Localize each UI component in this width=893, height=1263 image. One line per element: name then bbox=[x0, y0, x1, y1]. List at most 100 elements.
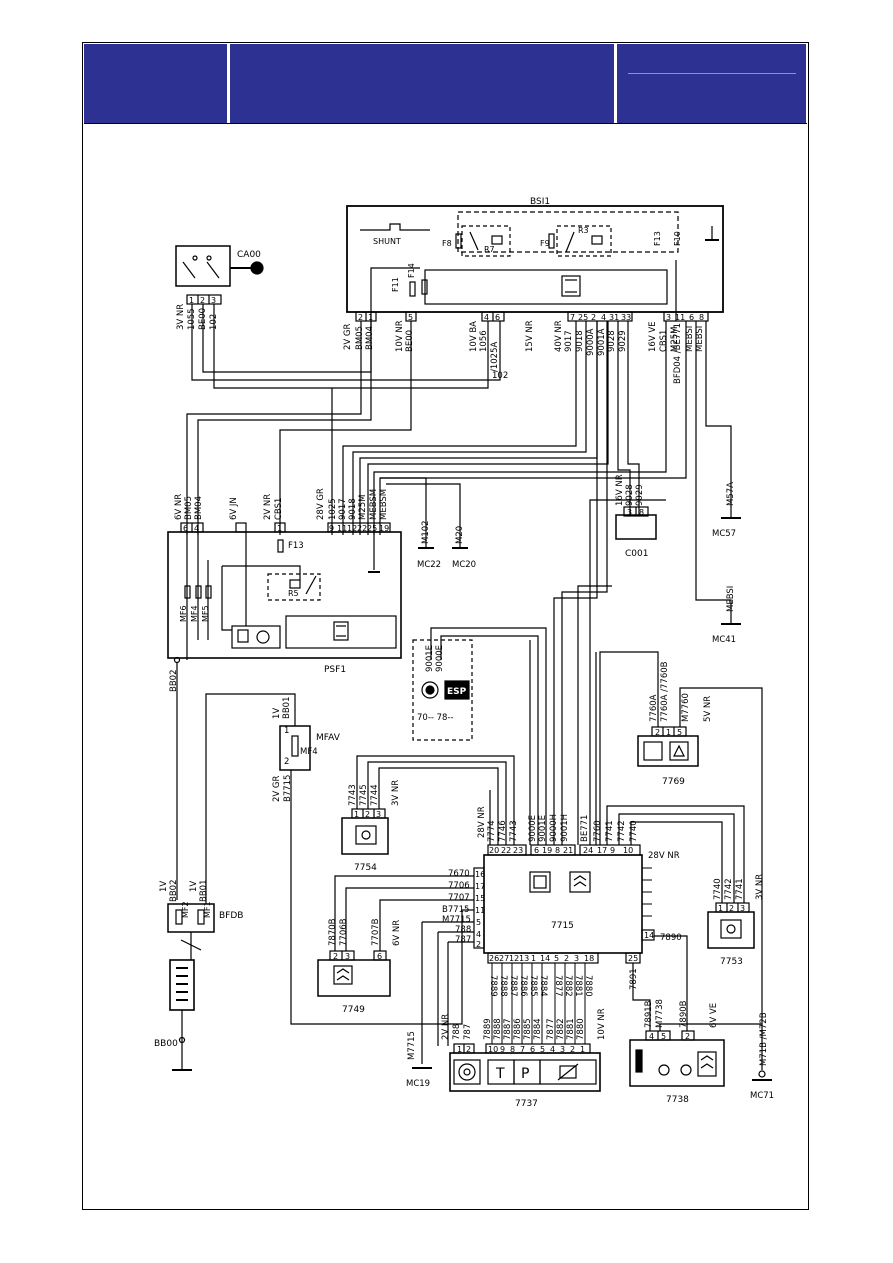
c7715-pin: 14 bbox=[644, 931, 654, 940]
c7738-conn-label: 6V VE bbox=[709, 1003, 719, 1028]
c7715-pin: 5 bbox=[476, 918, 481, 927]
f11-label: F11 bbox=[391, 277, 400, 292]
f8-label: F8 bbox=[442, 239, 452, 248]
wire-label: 7880 bbox=[583, 975, 593, 997]
bsi-pin: 2 bbox=[358, 313, 363, 322]
wire-label: BE771 bbox=[580, 815, 590, 842]
c7737-pin: 3 bbox=[560, 1045, 565, 1054]
ground-label: MC41 bbox=[712, 635, 736, 645]
bsi-conn-label: 10V NR bbox=[395, 320, 405, 352]
bsi-pin: 4 bbox=[601, 313, 606, 322]
wire-label: M20 bbox=[455, 526, 465, 544]
c7715-pin: 1 bbox=[531, 954, 536, 963]
ca00-conn-label: 3V NR bbox=[176, 304, 186, 330]
c7737-label: 7737 bbox=[515, 1099, 538, 1109]
f9-label: F9 bbox=[540, 239, 550, 248]
psf-pin: 11 bbox=[337, 524, 347, 533]
c7749-conn-label: 6V NR bbox=[392, 920, 402, 946]
psf-f13-label: F13 bbox=[288, 541, 304, 551]
c7737-pin: 2 bbox=[570, 1045, 575, 1054]
c7769-alarm: 2 1 5 7769 7760A 7760A /7760B M7760 5V N… bbox=[637, 661, 713, 787]
bsi-pin: 5 bbox=[408, 313, 413, 322]
c7715-pin: 5 bbox=[554, 954, 559, 963]
c7715-pin: 6 bbox=[534, 846, 539, 855]
wire-label: 7886 bbox=[513, 1018, 523, 1040]
mfav-pin: 1 bbox=[284, 726, 289, 736]
c7715-pin: 14 bbox=[540, 954, 550, 963]
c7749-actuator: 2 3 6 7749 7870B 7706B 7707B 6V NR bbox=[317, 918, 402, 1015]
c7715-pin: 8 bbox=[555, 846, 560, 855]
header-cell-left bbox=[84, 44, 227, 123]
c7715-pin: 3 bbox=[574, 954, 579, 963]
wire-label: 7707B bbox=[371, 918, 381, 946]
bsi-pin: 2 bbox=[591, 313, 596, 322]
c7715-pin: 12 bbox=[509, 954, 519, 963]
wire-label: 9001H bbox=[560, 814, 570, 842]
bsi-pin: 8 bbox=[699, 313, 704, 322]
wire-label: BM05 bbox=[355, 326, 365, 350]
c7754-sensor: 1 2 3 7754 7743 7745 7744 3V NR bbox=[341, 780, 401, 873]
c001-label: C001 bbox=[625, 549, 648, 559]
wire-label: 7881 bbox=[566, 1018, 576, 1040]
page-frame bbox=[82, 42, 809, 1210]
wire-label: BB01 bbox=[282, 697, 292, 719]
c7737-pin: 4 bbox=[550, 1045, 555, 1054]
c001-diagnostic-socket: 3 8 16V NR 9028 9029 C001 bbox=[615, 474, 657, 559]
c7715-pin: 19 bbox=[542, 846, 552, 855]
wire-label: 7885 bbox=[528, 975, 538, 997]
ca00-pin: 1 bbox=[189, 296, 194, 305]
wire-label: 7881 bbox=[573, 975, 583, 997]
c001-pin: 3 bbox=[627, 508, 632, 517]
c7715-pin: 26 bbox=[489, 954, 499, 963]
bfdb-fuse-box: MF2 MF1 BFDB 1V BB02 1V BB01 bbox=[159, 880, 243, 933]
bb00-battery: BB00 bbox=[154, 959, 195, 1071]
wire-label: 7882 bbox=[556, 1018, 566, 1040]
bsi-pin: 6 bbox=[495, 313, 500, 322]
wire-label: M7738 bbox=[655, 999, 665, 1028]
c7737-pin: 10 bbox=[488, 1045, 498, 1054]
wire-label: 7891B bbox=[644, 1000, 654, 1028]
c7749-pin: 3 bbox=[345, 952, 350, 961]
c7769-pin: 1 bbox=[666, 728, 671, 737]
f13-label: F13 bbox=[653, 231, 662, 246]
ground-label: MC71 bbox=[750, 1091, 774, 1101]
c7737-selector: 1 2 10 9 8 7 6 5 4 3 2 1 T P 7737 2V NR … bbox=[441, 1008, 607, 1109]
bsi-pin: 25 bbox=[578, 313, 588, 322]
bsi-conn-label: 16V VE bbox=[648, 321, 658, 352]
psf-pin: 1 bbox=[277, 524, 282, 533]
wire-label: 787 bbox=[463, 1024, 473, 1040]
wire-label: M25M bbox=[358, 495, 368, 520]
c7754-pin: 3 bbox=[376, 810, 381, 819]
mfav-fuse: 2 1 MF4 MFAV 1V BB01 2V GR B7715 bbox=[272, 697, 341, 802]
wire-label: 7742 bbox=[724, 878, 734, 900]
bb00-label: BB00 bbox=[154, 1039, 178, 1049]
wire-label: 7670 bbox=[448, 869, 470, 879]
psf-conn-label: 2V NR bbox=[263, 494, 273, 520]
c7715-pin: 25 bbox=[628, 954, 638, 963]
wire-label: M7715 bbox=[407, 1031, 417, 1060]
wire-label: 7887 bbox=[508, 975, 518, 997]
bfdb-fuse-label: MF2 bbox=[181, 901, 190, 918]
mf4-label: MF4 bbox=[190, 605, 199, 622]
c7715-pin: 13 bbox=[519, 954, 529, 963]
wire-label: 7880 bbox=[576, 1018, 586, 1040]
c7715-pin: 16 bbox=[475, 870, 485, 879]
ground-mc41: MEBSI MC41 bbox=[712, 586, 741, 645]
bsi-pin: 7 bbox=[570, 313, 575, 322]
ground-m20: M20 MC20 bbox=[452, 526, 476, 570]
mfav-conn-label: 1V bbox=[272, 708, 282, 719]
bfdb-label: BFDB bbox=[219, 911, 243, 921]
wire-label: /1025A bbox=[490, 342, 500, 372]
bsi-unit: BSI1 SHUNT F8 R7 F9 R3 F13 F10 F11 F14 bbox=[343, 197, 724, 384]
c7715-pin: 10 bbox=[623, 846, 633, 855]
wire-label: M25M bbox=[670, 327, 680, 352]
wire-label: BFD04 /BE771 bbox=[673, 323, 683, 384]
wire-label: 7743 bbox=[509, 820, 519, 842]
bsi-pin: 11 bbox=[675, 313, 685, 322]
wire-label: 9000E bbox=[528, 815, 538, 842]
wire-label: 9029 bbox=[618, 330, 628, 352]
wire-label: 7774 bbox=[487, 820, 497, 842]
header-rule bbox=[628, 73, 796, 74]
c7737-pin: 1 bbox=[457, 1045, 462, 1054]
c7738-label: 7738 bbox=[666, 1095, 689, 1105]
